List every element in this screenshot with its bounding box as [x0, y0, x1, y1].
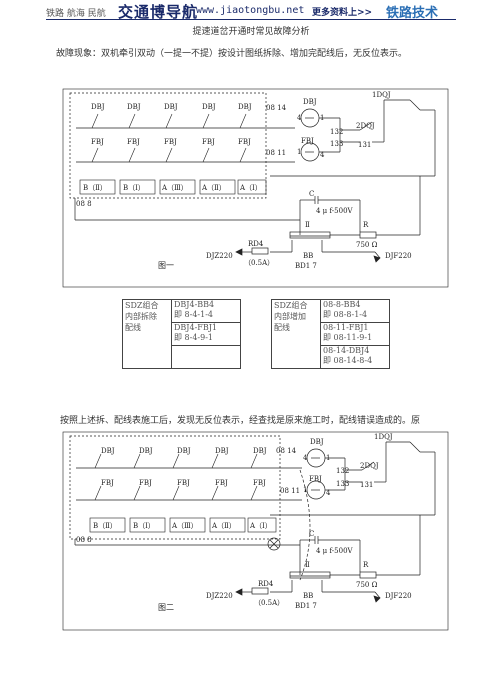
d2-dbj-1: DBJ: [101, 447, 115, 455]
d1-res-val: 750 Ω: [356, 241, 378, 249]
d2-caption: 图二: [158, 603, 174, 612]
d2-box-3: A（Ⅲ）: [171, 522, 198, 530]
d1-cap-val: 4 μ f-500V: [316, 207, 354, 215]
d1-pin-133: 133: [330, 140, 343, 148]
d2-cap: C: [309, 530, 314, 538]
d1-main-fbj: FBJ: [301, 137, 314, 145]
d2-fbj-4: FBJ: [215, 479, 228, 487]
header-nav-text[interactable]: 铁路 航海 民航: [46, 9, 106, 19]
table-left-empty: [171, 345, 241, 369]
d1-pin-1a: 1: [320, 114, 324, 122]
d2-pin-4b: 4: [326, 489, 331, 497]
d2-dbj-3: DBJ: [177, 447, 191, 455]
d1-res: R: [363, 221, 369, 229]
d1-pin-4a: 4: [297, 114, 302, 122]
d2-dbj-5: DBJ: [253, 447, 267, 455]
d1-term-08-8: 08 8: [76, 200, 92, 208]
d2-box-4: A（Ⅱ）: [211, 522, 236, 530]
d2-dqj2: 2DQJ: [360, 462, 379, 470]
d2-dqj1: 1DQJ: [374, 433, 393, 441]
d2-bb: BB: [303, 592, 313, 600]
fault-phenomenon: 故障现象：双机牵引双动（一提一不提）按设计图纸拆除、增加完配线后，无反位表示。: [56, 49, 408, 59]
d1-fbj-5: FBJ: [238, 138, 251, 146]
d1-term-08-11: 08 11: [266, 149, 286, 157]
document-title: 提速道岔开通时常见故障分析: [192, 27, 310, 37]
d1-dbj-3: DBJ: [164, 103, 178, 111]
d1-bb: BB: [303, 252, 313, 260]
d2-box-5: A（Ⅰ）: [249, 522, 272, 530]
d2-pin-1a: 1: [326, 454, 330, 462]
d2-box-2: B（Ⅰ）: [133, 522, 155, 530]
d2-roman-ii: Ⅱ: [305, 561, 310, 569]
table-right-row: 08-14-DBJ4 即 08-14-8-4: [320, 345, 390, 369]
d1-fbj-4: FBJ: [202, 138, 215, 146]
d2-bd: BD1 7: [295, 602, 317, 610]
d2-djz: DJZ220: [206, 592, 233, 600]
page-header: 铁路 航海 民航 交通博导航 www.jiaotongbu.net 更多资料上>…: [46, 3, 456, 44]
d2-main-fbj: FBJ: [309, 475, 322, 483]
header-rule: [46, 19, 456, 20]
d1-fbj-3: FBJ: [164, 138, 177, 146]
d1-pin-131: 131: [358, 141, 371, 149]
d1-box-1: B（Ⅱ）: [83, 184, 107, 192]
table-left-row: DBJ4-BB4 即 8-4-1-4: [171, 299, 241, 323]
d1-fbj-1: FBJ: [91, 138, 104, 146]
d2-rd-val: （0.5A）: [254, 599, 284, 607]
d1-dbj-1: DBJ: [91, 103, 105, 111]
d2-fbj-2: FBJ: [139, 479, 152, 487]
d1-dbj-5: DBJ: [238, 103, 252, 111]
header-more-link[interactable]: 更多资料上>>: [312, 8, 373, 18]
table-right-row: 08-8-BB4 即 08-8-1-4: [320, 299, 390, 323]
d1-dbj-2: DBJ: [127, 103, 141, 111]
d1-box-5: A（Ⅰ）: [239, 184, 262, 192]
d1-pin-132: 132: [330, 128, 343, 136]
d1-cap: C: [309, 190, 314, 198]
d1-main-dbj: DBJ: [303, 98, 317, 106]
d2-pin-133: 133: [336, 480, 349, 488]
d1-dqj2: 2DQJ: [356, 122, 375, 130]
analysis-paragraph: 按照上述拆、配线表施工后，发现无反位表示，经查找是原来施工时，配线错误造成的。原: [60, 416, 421, 426]
d2-pin-132: 132: [336, 467, 349, 475]
d2-fbj-5: FBJ: [253, 479, 266, 487]
d2-rd: RD4: [258, 580, 274, 588]
d1-rd-val: （0.5A）: [244, 259, 274, 267]
d2-res-val: 750 Ω: [356, 581, 378, 589]
d1-caption: 图一: [158, 261, 174, 270]
d2-main-dbj: DBJ: [310, 438, 324, 446]
d1-term-08-14: 08 14: [266, 104, 287, 112]
d2-res: R: [363, 561, 369, 569]
header-logo: 铁路技术: [386, 6, 439, 21]
d1-box-4: A（Ⅱ）: [201, 184, 226, 192]
d2-dbj-4: DBJ: [215, 447, 229, 455]
d1-roman-ii: Ⅱ: [305, 221, 310, 229]
d2-term-08-11: 08 11: [280, 487, 300, 495]
d2-fbj-1: FBJ: [101, 479, 114, 487]
d1-box-2: B（Ⅰ）: [123, 184, 145, 192]
header-site[interactable]: www.jiaotongbu.net: [196, 5, 305, 16]
d1-fbj-2: FBJ: [127, 138, 140, 146]
d2-fbj-3: FBJ: [177, 479, 190, 487]
d1-pin-1b: 1: [297, 148, 301, 156]
d2-term-08-8: 08 8: [76, 536, 92, 544]
d2-box-1: B（Ⅱ）: [93, 522, 117, 530]
d1-rd: RD4: [248, 240, 264, 248]
d2-term-08-14: 08 14: [276, 447, 297, 455]
d2-pin-131: 131: [360, 481, 373, 489]
header-brand[interactable]: 交通博导航: [118, 3, 199, 21]
d2-dbj-2: DBJ: [139, 447, 153, 455]
d1-dbj-4: DBJ: [202, 103, 216, 111]
d2-pin-1b: 1: [303, 486, 307, 494]
d2-djf: DJF220: [385, 592, 412, 600]
d2-cap-val: 4 μ f-500V: [316, 547, 354, 555]
d1-dqj1: 1DQJ: [372, 91, 391, 99]
d1-bd: BD1 7: [295, 262, 317, 270]
d1-djz: DJZ220: [206, 252, 233, 260]
d1-pin-4b: 4: [320, 151, 325, 159]
d2-pin-4a: 4: [303, 454, 308, 462]
d1-djf: DJF220: [385, 252, 412, 260]
wiring-change-table: SDZ组合 内部拆除 配线 DBJ4-BB4 即 8-4-1-4 SDZ组合 内…: [122, 299, 390, 369]
d1-box-3: A（Ⅲ）: [161, 184, 188, 192]
